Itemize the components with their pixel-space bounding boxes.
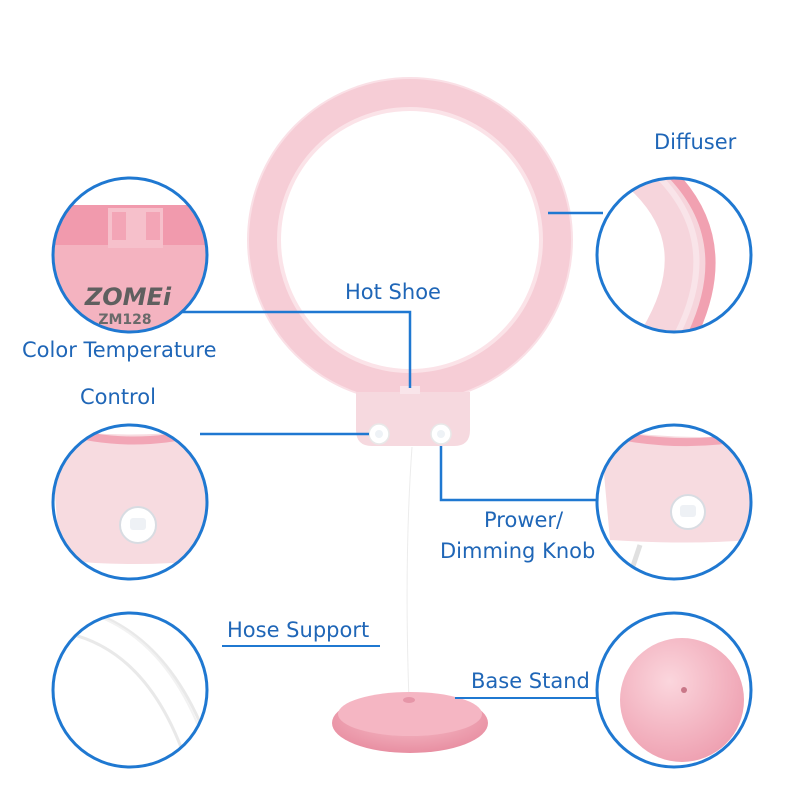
brand-logo: ZOMEi (84, 283, 172, 311)
ring-light (247, 77, 573, 753)
connector-lines (180, 211, 604, 502)
detail-circle-diffuser (595, 176, 753, 334)
detail-circle-color-temperature: ZOMEi ZM128 (51, 176, 209, 334)
label-diffuser: Diffuser (654, 130, 737, 154)
label-power-line1: Prower/ (484, 508, 564, 532)
power-connector (439, 446, 604, 502)
model-number: ZM128 (98, 312, 151, 328)
detail-circle-power-knob (595, 423, 753, 581)
label-hot-shoe: Hot Shoe (345, 280, 441, 304)
detail-circle-hose-support (51, 611, 209, 769)
label-base-stand: Base Stand (471, 669, 590, 693)
label-control: Control (80, 385, 156, 409)
detail-circle-base-stand (595, 611, 753, 769)
label-color-temperature: Color Temperature (22, 338, 217, 362)
hot-shoe-connector (336, 310, 412, 388)
label-hose-support: Hose Support (227, 618, 370, 642)
detail-circle-control (51, 423, 209, 581)
hot-shoe-mount (400, 386, 420, 394)
label-power-line2: Dimming Knob (440, 539, 596, 563)
